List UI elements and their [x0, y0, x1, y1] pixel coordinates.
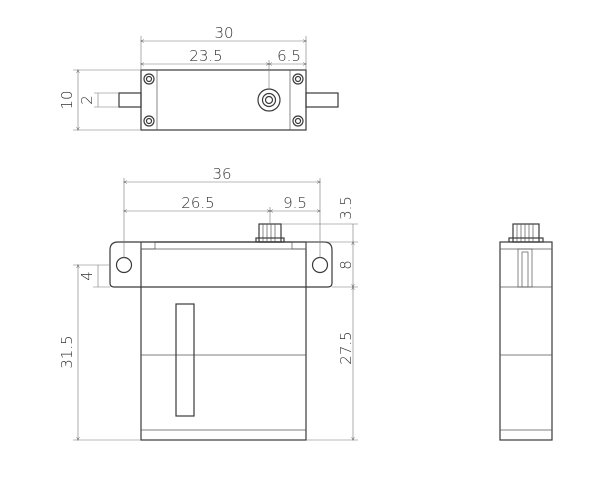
top-view: 30 23.5 6.5 10 2 — [58, 24, 339, 131]
dim-top-tab: 2 — [78, 95, 96, 105]
front-view: 36 26.5 9.5 3.5 8 27.5 4 31.5 — [58, 165, 358, 441]
top-view-screw-tl — [143, 73, 155, 85]
top-view-screw-br — [292, 115, 304, 127]
dim-front-overall-width: 36 — [212, 165, 231, 183]
top-view-output-shaft — [257, 88, 281, 112]
dim-front-flange-height: 8 — [337, 260, 355, 270]
top-view-screw-tr — [292, 73, 304, 85]
top-view-screw-bl — [143, 115, 155, 127]
top-view-right-tab — [305, 92, 339, 108]
dim-top-hole-spacing: 23.5 — [189, 47, 222, 65]
dim-front-spline-height: 3.5 — [337, 196, 355, 220]
side-view-output-spline — [508, 223, 544, 243]
dim-front-hole-to-shaft: 26.5 — [181, 194, 214, 212]
top-view-left-tab — [118, 92, 142, 108]
front-view-body — [140, 241, 307, 441]
dim-top-height: 10 — [58, 90, 76, 109]
side-view-body — [499, 241, 553, 441]
front-view-hole-right — [311, 256, 329, 274]
front-view-flange — [109, 241, 333, 288]
front-view-output-spline — [255, 223, 285, 243]
side-view — [499, 223, 553, 441]
dim-front-total-height: 31.5 — [58, 335, 76, 368]
front-view-label-slot — [175, 303, 195, 417]
front-view-hole-left — [115, 256, 133, 274]
dim-front-shaft-to-hole: 9.5 — [283, 194, 307, 212]
dim-front-body-height: 27.5 — [337, 331, 355, 364]
dim-front-hole-offset: 4 — [78, 271, 96, 281]
dim-top-width: 30 — [214, 24, 233, 42]
top-view-body — [140, 69, 307, 131]
dim-top-shaft-offset: 6.5 — [277, 47, 301, 65]
